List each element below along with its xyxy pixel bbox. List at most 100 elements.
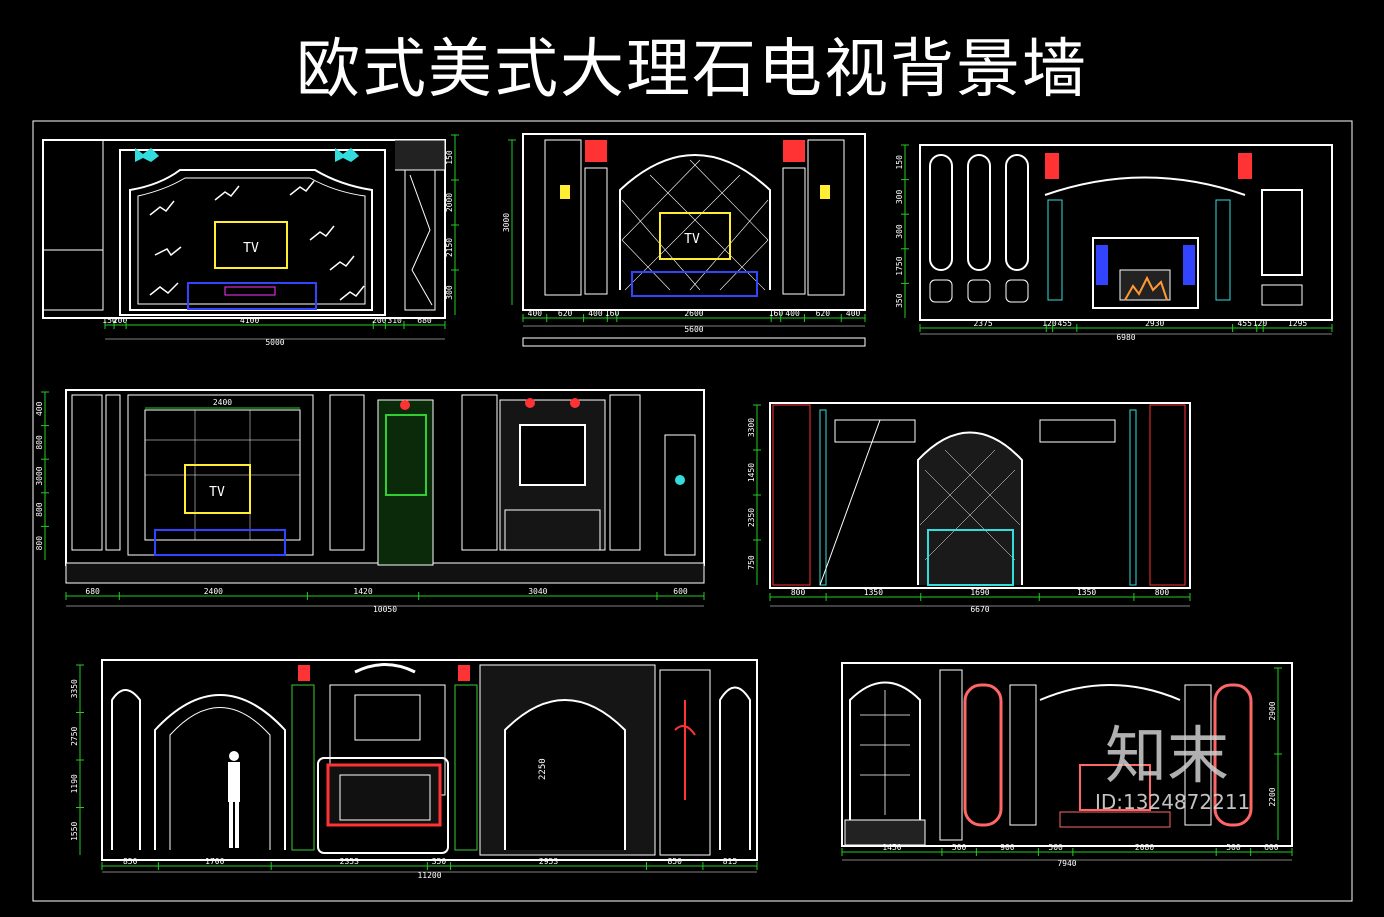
- sheet-frame: [32, 120, 1353, 902]
- dimension-label: 850: [667, 857, 682, 866]
- dimension-label: 800: [35, 502, 44, 517]
- dimension-label: 800: [1155, 588, 1170, 597]
- watermark-logo: 知末: [1105, 719, 1230, 792]
- tv-outline: [214, 221, 288, 269]
- dimension-label: 2200: [1268, 787, 1277, 806]
- dimension-label: 200: [113, 316, 128, 325]
- dimension-label: 350: [432, 857, 447, 866]
- branch-pattern: [149, 180, 365, 301]
- dimension-label: 2900: [1268, 701, 1277, 720]
- tv-label: TV: [243, 241, 259, 256]
- dimension-label: 500: [1048, 843, 1063, 852]
- dimension-total: 5000: [265, 338, 284, 347]
- dimension-label: 455: [1237, 319, 1252, 328]
- dimension-label: 1350: [1077, 588, 1096, 597]
- dimension-label: 3000: [502, 213, 511, 232]
- dimension-label: 300: [445, 285, 454, 300]
- dimension-label: 680: [417, 316, 432, 325]
- dimension-label: 750: [747, 555, 756, 570]
- dimension-label: 150: [102, 316, 117, 325]
- dimension-label: 500: [1226, 843, 1241, 852]
- dimension-label: 850: [123, 857, 138, 866]
- human-figure-icon: [228, 751, 240, 848]
- dimension-label: 3000: [35, 466, 44, 485]
- dimension-label: 2353: [340, 857, 359, 866]
- dimension-label: 2930: [1145, 319, 1164, 328]
- dimension-label: 800: [35, 435, 44, 450]
- dimension-label: 150: [895, 155, 904, 170]
- dimension-label: 1550: [70, 821, 79, 840]
- dimension-label: 400: [785, 309, 800, 318]
- dimension-label: 500: [952, 843, 967, 852]
- dimension-label: 2400: [213, 398, 232, 407]
- dimension-total: 6670: [970, 605, 989, 614]
- dimension-label: 1420: [353, 587, 372, 596]
- dimension-label: 680: [85, 587, 100, 596]
- tv-label: TV: [684, 232, 700, 247]
- dimension-label: 160: [605, 309, 620, 318]
- dimension-label: 2350: [747, 508, 756, 527]
- dimension-label: 600: [1264, 843, 1279, 852]
- elevation-7: [841, 662, 1293, 847]
- dimension-label: 2600: [684, 309, 703, 318]
- dimension-label: 2150: [445, 238, 454, 257]
- tv-label: TV: [209, 485, 225, 500]
- dimension-label: 350: [895, 293, 904, 308]
- dimension-label: 455: [1058, 319, 1073, 328]
- dimension-total: 10050: [373, 605, 397, 614]
- dimension-label: 620: [816, 309, 831, 318]
- watermark-id: ID:1324872211: [1095, 790, 1251, 814]
- dimension-label: 1190: [70, 774, 79, 793]
- dimension-label: 1450: [747, 463, 756, 482]
- dimension-label: 1700: [205, 857, 224, 866]
- elevation-5: [769, 402, 1191, 589]
- dimension-label: 1750: [895, 256, 904, 275]
- dimension-label: 300: [895, 224, 904, 239]
- page-title: 欧式美式大理石电视背景墙: [296, 33, 1088, 107]
- elevation-2: TV: [522, 133, 866, 347]
- dimension-label: 1450: [882, 843, 901, 852]
- dimension-label: 1350: [864, 588, 883, 597]
- dimension-label: 1295: [1288, 319, 1307, 328]
- elevation-6: 2250: [101, 659, 758, 861]
- dimension-label: 150: [445, 150, 454, 165]
- dimension-total: 5600: [684, 325, 703, 334]
- dimension-label: 3300: [747, 418, 756, 437]
- dimension-label: 160: [769, 309, 784, 318]
- dimension-label: 2080: [1135, 843, 1154, 852]
- dimension-label: 620: [558, 309, 573, 318]
- dimension-label: 800: [35, 536, 44, 551]
- tv-cabinet: [187, 282, 317, 310]
- elevation-4: TV: [65, 389, 705, 584]
- dimension-label: 800: [791, 588, 806, 597]
- dimension-label: 3040: [528, 587, 547, 596]
- ornament-icon: [135, 148, 359, 162]
- dimension-label: 120: [1042, 319, 1057, 328]
- dimension-label: 300: [895, 189, 904, 204]
- dimension-label: 2375: [973, 319, 992, 328]
- dimension-label: 600: [673, 587, 688, 596]
- dimension-label: 200: [372, 316, 387, 325]
- dimension-label: 2750: [70, 726, 79, 745]
- dimension-label: 3350: [70, 679, 79, 698]
- diamond-grid: [621, 159, 769, 291]
- dimension-group: 800 1350 1690 1350 800 6670 3300 1450 2350 750: [747, 404, 1191, 614]
- dimension-label: 310: [387, 316, 402, 325]
- dimension-total: 11200: [417, 871, 441, 880]
- elevation-1: TV: [42, 139, 446, 319]
- dimension-label: 1690: [970, 588, 989, 597]
- dimension-label: 815: [723, 857, 738, 866]
- elevation-3: [919, 144, 1333, 321]
- dimension-label: 400: [35, 401, 44, 416]
- dimension-label: 120: [1253, 319, 1268, 328]
- arch-dimension: 2250: [538, 758, 548, 780]
